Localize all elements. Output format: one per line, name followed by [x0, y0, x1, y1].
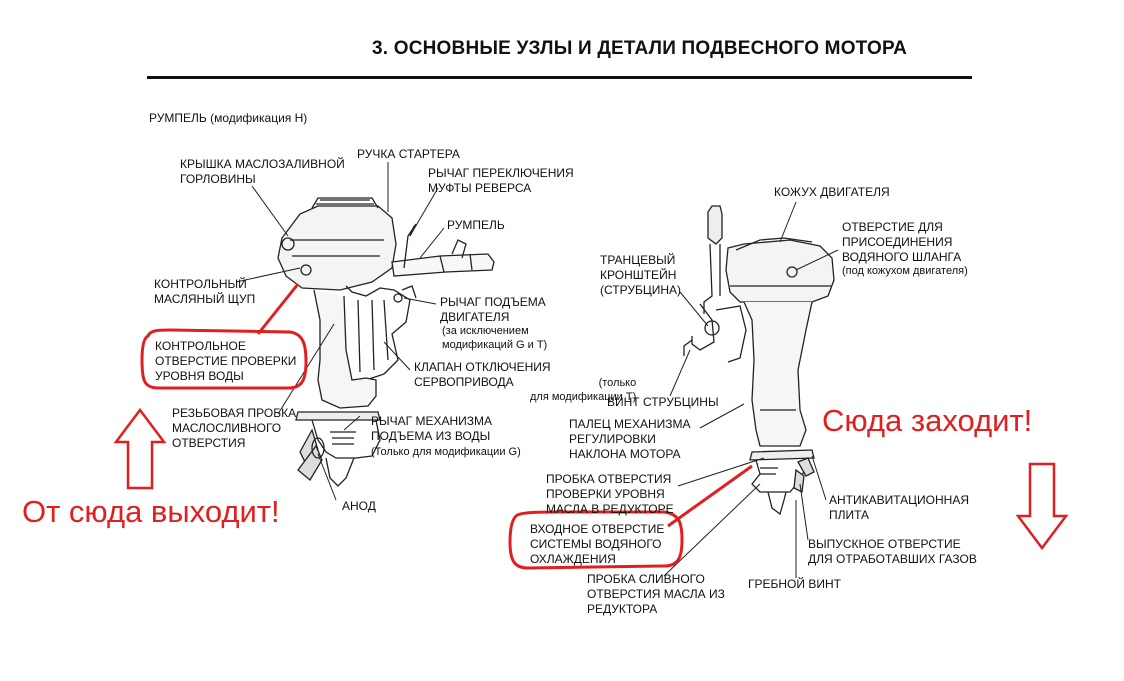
label-anticavitation-plate: АНТИКАВИТАЦИОННАЯ ПЛИТА: [829, 493, 970, 522]
label-cooling-inlet: ВХОДНОЕ ОТВЕРСТИЕ СИСТЕМЫ ВОДЯНОГО ОХЛАЖ…: [530, 522, 665, 566]
label-dipstick: КОНТРОЛЬНЫЙ МАСЛЯНЫЙ ЩУП: [154, 277, 256, 306]
label-hose-hole-note: (под кожухом двигателя): [842, 265, 968, 277]
annotation-outlet: От сюда выходит!: [22, 494, 280, 529]
label-tiller: РУМПЕЛЬ: [447, 218, 505, 232]
label-lift-lever: РЫЧАГ ПОДЪЕМА ДВИГАТЕЛЯ: [440, 295, 546, 324]
label-servo-valve: КЛАПАН ОТКЛЮЧЕНИЯ СЕРВОПРИВОДА: [414, 360, 551, 389]
label-exhaust-outlet: ВЫПУСКНОЕ ОТВЕРСТИЕ ДЛЯ ОТРАБОТАВШИХ ГАЗ…: [808, 537, 977, 566]
label-water-lift-note: (Только для модификации G): [371, 446, 521, 458]
label-engine-cover: КОЖУХ ДВИГАТЕЛЯ: [774, 185, 890, 199]
label-lift-lever-note: (за исключением модификаций G и T): [442, 325, 548, 351]
right-motor-drawing: [683, 205, 835, 516]
annotation-inlet: Сюда заходит!: [822, 403, 1033, 438]
leader-lines: [235, 162, 839, 578]
label-oil-cap: КРЫШКА МАСЛОЗАЛИВНОЙ ГОРЛОВИНЫ: [180, 157, 345, 186]
label-water-check-hole: КОНТРОЛЬНОЕ ОТВЕРСТИЕ ПРОВЕРКИ УРОВНЯ ВО…: [155, 339, 297, 383]
label-propeller: ГРЕБНОЙ ВИНТ: [748, 577, 841, 591]
label-starter-handle: РУЧКА СТАРТЕРА: [357, 147, 460, 161]
label-hose-hole: ОТВЕРСТИЕ ДЛЯ ПРИСОЕДИНЕНИЯ ВОДЯНОГО ШЛА…: [842, 220, 962, 264]
label-drain-plug: РЕЗЬБОВАЯ ПРОБКА МАСЛОСЛИВНОГО ОТВЕРСТИЯ: [172, 406, 297, 450]
page-title: 3. ОСНОВНЫЕ УЗЛЫ И ДЕТАЛИ ПОДВЕСНОГО МОТ…: [372, 38, 908, 59]
left-motor-drawing: [277, 197, 495, 487]
label-transom-bracket: ТРАНЦЕВЫЙ КРОНШТЕЙН (СТРУБЦИНА): [600, 253, 681, 297]
diagram-subtitle: РУМПЕЛЬ (модификация H): [149, 111, 308, 125]
title-divider: [147, 76, 972, 79]
label-tilt-pin: ПАЛЕЦ МЕХАНИЗМА РЕГУЛИРОВКИ НАКЛОНА МОТО…: [569, 417, 691, 461]
label-water-lift-lever: РЫЧАГ МЕХАНИЗМА ПОДЪЕМА ИЗ ВОДЫ: [371, 414, 493, 443]
label-reverse-lever: РЫЧАГ ПЕРЕКЛЮЧЕНИЯ МУФТЫ РЕВЕРСА: [428, 166, 574, 195]
label-servo-valve-note: (только для модификации T): [530, 377, 637, 403]
label-gear-drain-plug: ПРОБКА СЛИВНОГО ОТВЕРСТИЯ МАСЛА ИЗ РЕДУК…: [587, 572, 725, 616]
red-annotations: [113, 283, 1069, 570]
label-gear-oil-level-plug: ПРОБКА ОТВЕРСТИЯ ПРОВЕРКИ УРОВНЯ МАСЛА В…: [546, 472, 674, 516]
label-anode: АНОД: [342, 499, 376, 513]
label-clamp-screw: ВИНТ СТРУБЦИНЫ: [607, 395, 719, 409]
